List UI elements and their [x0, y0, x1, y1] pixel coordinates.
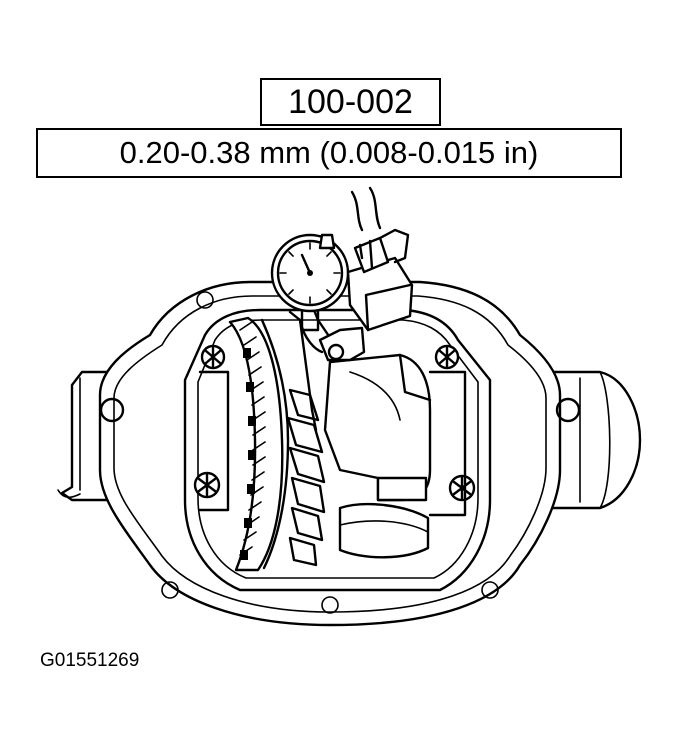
bearing-cap-left	[198, 370, 230, 512]
figure-id: G01551269	[40, 650, 140, 671]
cover-bolt-upper-right	[434, 344, 460, 370]
left-axle-tube	[57, 370, 152, 502]
dial-indicator	[270, 233, 350, 332]
tool-number-text: 100-002	[288, 82, 413, 121]
tool-number-label: 100-002	[260, 78, 441, 126]
carrier-opening	[183, 308, 492, 592]
cover-bolt-upper-left	[200, 344, 226, 370]
ring-gear-teeth	[286, 388, 326, 567]
right-axle-tube	[518, 370, 642, 510]
backlash-spec-text: 0.20-0.38 mm (0.008-0.015 in)	[119, 135, 539, 170]
ring-gear	[228, 316, 290, 572]
pinion-gear	[338, 502, 430, 559]
cover-bolt-lower-left	[193, 471, 221, 499]
cover-bolt-lower-right	[448, 474, 476, 502]
magnetic-base	[346, 228, 414, 332]
indicator-cable	[350, 186, 382, 232]
backlash-spec-label: 0.20-0.38 mm (0.008-0.015 in)	[36, 128, 622, 178]
bearing-cap-right	[428, 370, 467, 517]
